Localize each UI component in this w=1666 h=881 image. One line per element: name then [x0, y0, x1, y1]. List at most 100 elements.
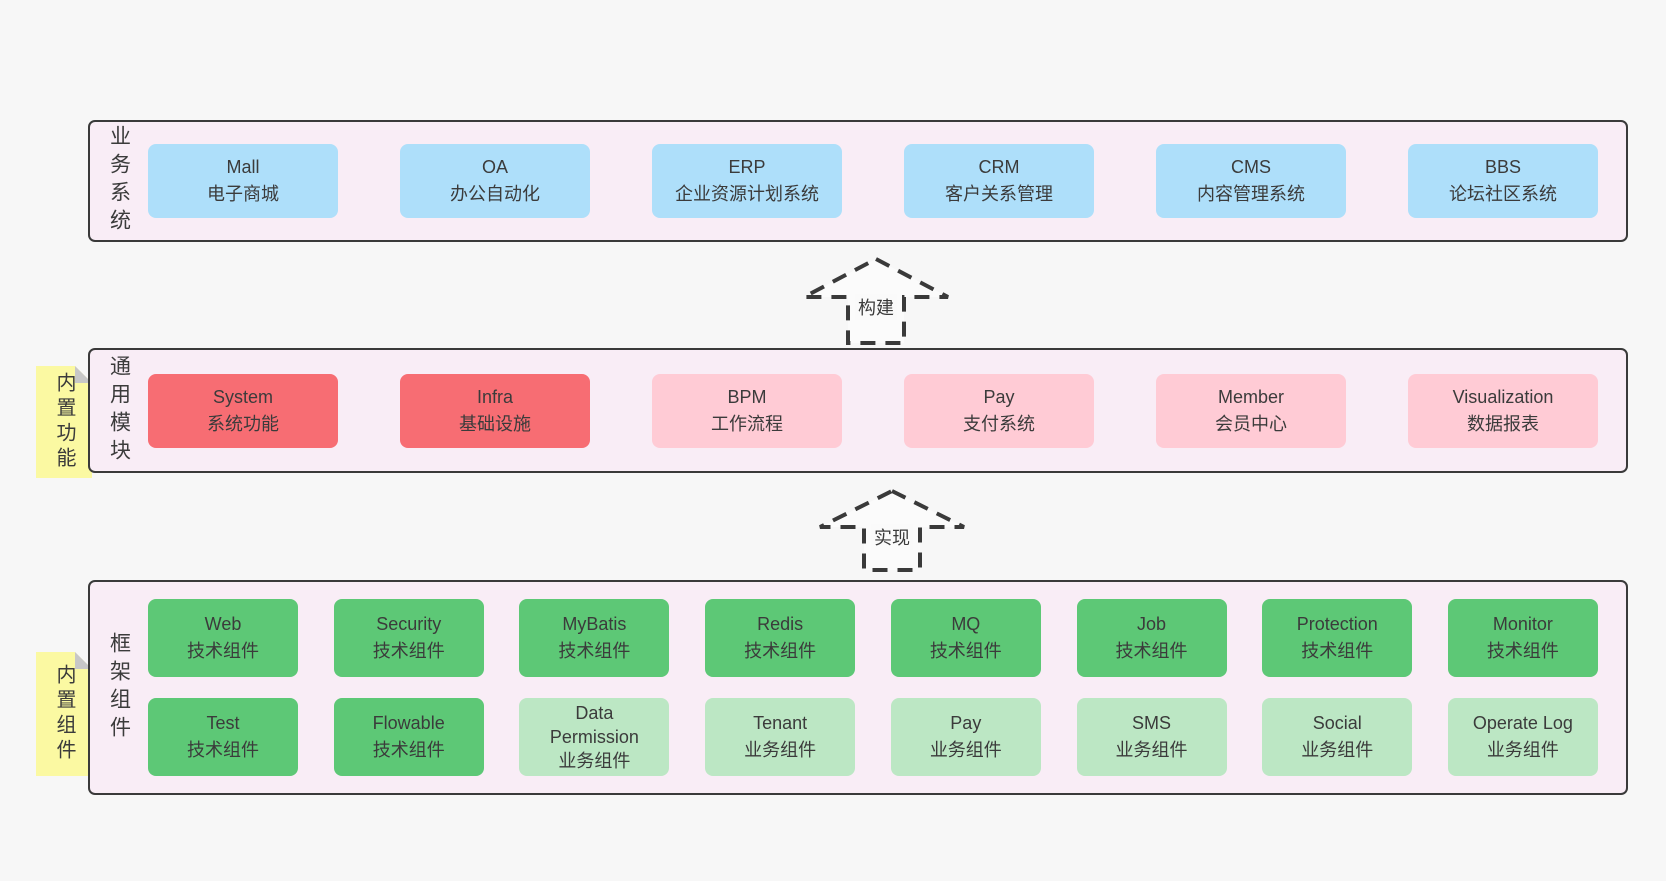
node-bpm-name: BPM: [727, 386, 767, 407]
components-row-1: Web 技术组件 Security 技术组件 MyBatis 技术组件 Redi…: [148, 599, 1598, 677]
node-job-desc: 技术组件: [1115, 641, 1188, 661]
node-system-desc: 系统功能: [207, 413, 279, 434]
node-mybatis-desc: 技术组件: [558, 641, 631, 661]
node-pay-component-name: Pay: [950, 713, 982, 733]
layer-components-label: 框架组件: [90, 582, 148, 793]
layer-business-label: 业务系统: [90, 122, 148, 240]
node-operate-log: Operate Log 业务组件: [1447, 698, 1598, 776]
node-infra-desc: 基础设施: [459, 413, 531, 434]
node-member: Member 会员中心: [1156, 373, 1346, 448]
node-crm-name: CRM: [978, 157, 1020, 177]
node-sms: SMS 业务组件: [1076, 698, 1227, 776]
node-pay-component-desc: 业务组件: [929, 740, 1002, 760]
node-test: Test 技术组件: [148, 698, 298, 776]
node-protection-desc: 技术组件: [1301, 641, 1374, 661]
layer-framework-components: 框架组件 Web 技术组件 Security 技术组件 MyBatis 技术组件…: [88, 580, 1628, 795]
node-job-name: Job: [1137, 614, 1167, 634]
layer-business-systems: 业务系统 Mall 电子商城 OA 办公自动化 ERP 企业资源计划系统 CRM…: [88, 120, 1628, 242]
node-redis-desc: 技术组件: [744, 641, 817, 661]
node-flowable-name: Flowable: [372, 713, 445, 733]
node-operate-log-desc: 业务组件: [1486, 740, 1559, 760]
layer-modules-label: 通用模块: [90, 350, 148, 471]
node-data-permission-name: Data Permission: [549, 703, 639, 747]
node-data-permission: Data Permission 业务组件: [519, 698, 670, 776]
node-visualization-desc: 数据报表: [1467, 413, 1539, 434]
node-cms-desc: 内容管理系统: [1197, 184, 1305, 204]
node-oa-desc: 办公自动化: [450, 184, 540, 204]
node-monitor: Monitor 技术组件: [1447, 599, 1598, 677]
node-pay-module-desc: 支付系统: [963, 413, 1035, 434]
node-operate-log-name: Operate Log: [1472, 713, 1573, 733]
node-sms-name: SMS: [1132, 713, 1172, 733]
node-protection-name: Protection: [1296, 614, 1378, 634]
layer-modules-body: System 系统功能 Infra 基础设施 BPM 工作流程 Pay 支付系统…: [148, 350, 1626, 471]
node-test-name: Test: [206, 713, 240, 733]
node-crm-desc: 客户关系管理: [945, 184, 1053, 204]
node-visualization-name: Visualization: [1452, 386, 1554, 407]
node-test-desc: 技术组件: [187, 740, 259, 760]
node-mall-desc: 电子商城: [207, 184, 279, 204]
node-cms: CMS 内容管理系统: [1156, 144, 1346, 218]
node-crm: CRM 客户关系管理: [904, 144, 1094, 218]
arrow-build-label: 构建: [855, 293, 897, 320]
node-erp: ERP 企业资源计划系统: [652, 144, 842, 218]
layer-common-modules: 通用模块 System 系统功能 Infra 基础设施 BPM 工作流程 Pay…: [88, 348, 1628, 473]
node-sms-desc: 业务组件: [1115, 740, 1188, 760]
layer-components-label-text: 框架组件: [107, 631, 131, 744]
node-infra: Infra 基础设施: [400, 373, 590, 448]
layer-modules-label-text: 通用模块: [107, 354, 131, 467]
arrow-build: 构建: [800, 256, 952, 346]
node-infra-name: Infra: [476, 386, 514, 407]
node-pay-component: Pay 业务组件: [890, 698, 1041, 776]
node-system: System 系统功能: [148, 373, 338, 448]
node-mybatis: MyBatis 技术组件: [519, 599, 670, 677]
node-mybatis-name: MyBatis: [562, 614, 627, 634]
sticky-fold-icon: [75, 366, 92, 383]
node-bbs-desc: 论坛社区系统: [1449, 184, 1557, 204]
layer-components-body: Web 技术组件 Security 技术组件 MyBatis 技术组件 Redi…: [148, 582, 1626, 793]
node-security-desc: 技术组件: [372, 641, 445, 661]
node-oa: OA 办公自动化: [400, 144, 590, 218]
node-monitor-name: Monitor: [1492, 614, 1553, 634]
node-tenant: Tenant 业务组件: [705, 698, 856, 776]
node-protection: Protection 技术组件: [1262, 599, 1413, 677]
node-erp-desc: 企业资源计划系统: [675, 184, 819, 204]
node-visualization: Visualization 数据报表: [1408, 373, 1598, 448]
layer-business-body: Mall 电子商城 OA 办公自动化 ERP 企业资源计划系统 CRM 客户关系…: [148, 122, 1626, 240]
sticky-builtin-components-text: 内置组件: [53, 664, 75, 764]
node-mq-name: MQ: [951, 614, 981, 634]
node-redis: Redis 技术组件: [705, 599, 856, 677]
node-erp-name: ERP: [728, 157, 766, 177]
node-cms-name: CMS: [1231, 157, 1271, 177]
node-web-name: Web: [204, 614, 242, 634]
node-monitor-desc: 技术组件: [1486, 641, 1559, 661]
sticky-fold-icon: [75, 652, 92, 669]
node-flowable: Flowable 技术组件: [333, 698, 484, 776]
node-member-desc: 会员中心: [1215, 413, 1287, 434]
sticky-builtin-features-text: 内置功能: [53, 372, 75, 472]
node-tenant-name: Tenant: [753, 713, 808, 733]
node-data-permission-desc: 业务组件: [558, 751, 631, 771]
node-system-name: System: [212, 386, 273, 407]
node-redis-name: Redis: [757, 614, 804, 634]
node-oa-name: OA: [481, 157, 508, 177]
layer-business-label-text: 业务系统: [107, 125, 131, 237]
node-social-desc: 业务组件: [1301, 740, 1374, 760]
node-mall-name: Mall: [226, 157, 260, 177]
node-social-name: Social: [1312, 713, 1362, 733]
node-member-name: Member: [1217, 386, 1284, 407]
node-mall: Mall 电子商城: [148, 144, 338, 218]
node-bpm-desc: 工作流程: [711, 413, 783, 434]
node-tenant-desc: 业务组件: [744, 740, 817, 760]
sticky-builtin-features: 内置功能: [36, 366, 92, 478]
node-pay-module-name: Pay: [983, 386, 1015, 407]
node-mq: MQ 技术组件: [890, 599, 1041, 677]
node-web-desc: 技术组件: [187, 641, 259, 661]
sticky-builtin-components: 内置组件: [36, 652, 92, 776]
node-security-name: Security: [376, 614, 442, 634]
node-pay-module: Pay 支付系统: [904, 373, 1094, 448]
arrow-implement: 实现: [816, 488, 968, 573]
node-bbs-name: BBS: [1484, 157, 1522, 177]
components-row-2: Test 技术组件 Flowable 技术组件 Data Permission …: [148, 698, 1598, 776]
node-web: Web 技术组件: [148, 599, 298, 677]
